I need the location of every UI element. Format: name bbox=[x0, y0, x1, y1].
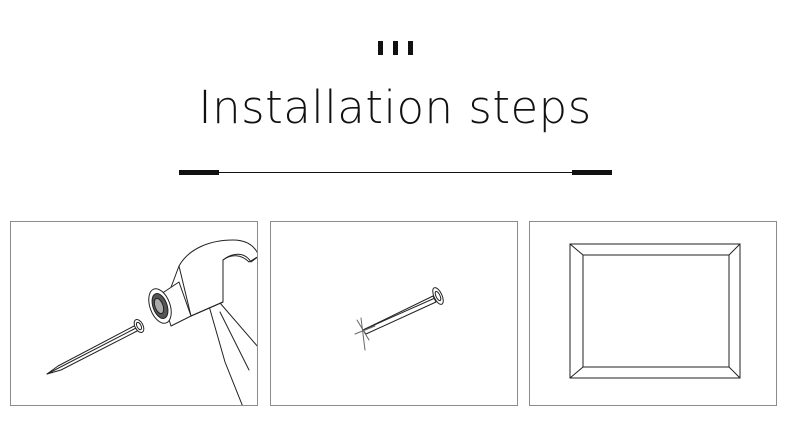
divider-line bbox=[179, 172, 612, 173]
page-title: Installation steps bbox=[198, 81, 592, 134]
step-panel-2 bbox=[270, 221, 518, 406]
nail-icon bbox=[354, 287, 444, 351]
picture-frame-icon bbox=[569, 243, 741, 379]
tick-mark bbox=[378, 41, 383, 55]
step-panel-3 bbox=[529, 221, 777, 406]
title-divider bbox=[179, 170, 612, 176]
divider-cap-right bbox=[572, 170, 612, 175]
step-panel-1 bbox=[10, 221, 258, 406]
hammer-and-nail-icon bbox=[46, 239, 257, 405]
decorative-ticks bbox=[378, 41, 418, 55]
divider-cap-left bbox=[179, 170, 219, 175]
tick-mark bbox=[393, 41, 398, 55]
tick-mark bbox=[408, 41, 413, 55]
